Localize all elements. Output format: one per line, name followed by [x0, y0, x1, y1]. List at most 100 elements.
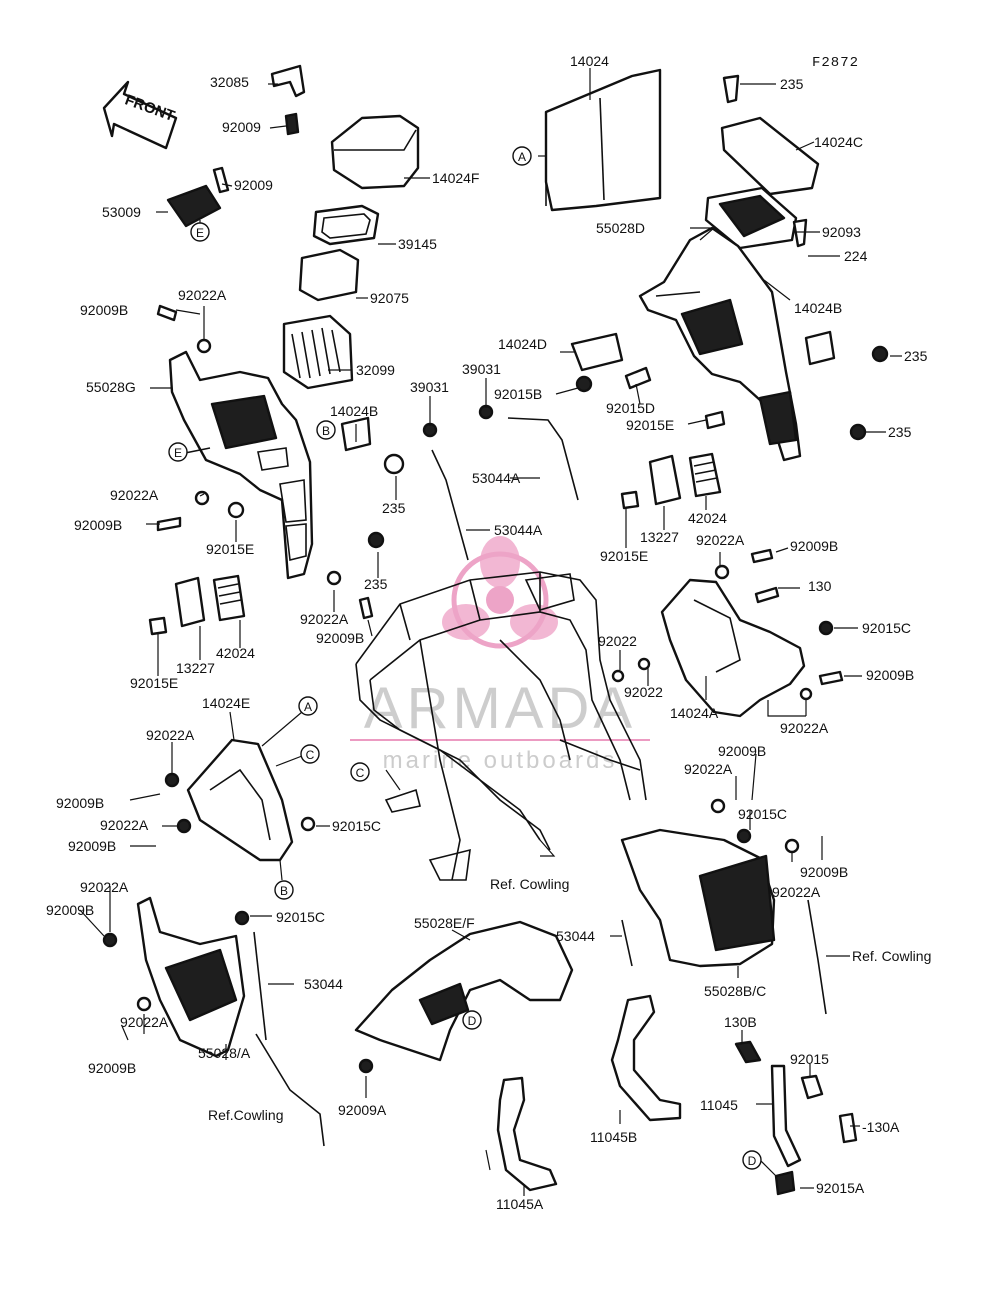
label-39031: 39031	[410, 379, 449, 395]
label-92009B: 92009B	[866, 667, 914, 683]
bracket-14024E	[186, 738, 294, 862]
callout-D: D	[468, 1014, 477, 1028]
label-92009: 92009	[222, 119, 261, 135]
label-92022A: 92022A	[110, 487, 159, 503]
bracket-14024D	[570, 332, 624, 372]
block-13227-left	[174, 576, 206, 628]
bracket-32085	[270, 64, 306, 98]
leader-lines	[79, 68, 902, 1196]
bracket-11045	[770, 1064, 802, 1168]
label-55028G: 55028G	[86, 379, 136, 395]
label-235: 235	[382, 500, 406, 516]
label-92009B: 92009B	[74, 517, 122, 533]
label-92022A: 92022A	[300, 611, 349, 627]
label-92022A: 92022A	[780, 720, 829, 736]
label-92009B: 92009B	[790, 538, 838, 554]
label-92022A: 92022A	[80, 879, 129, 895]
label-42024: 42024	[688, 510, 727, 526]
label-92015C: 92015C	[332, 818, 381, 834]
label-92022A: 92022A	[684, 761, 733, 777]
bracket-11045B	[610, 994, 682, 1122]
label-14024B: 14024B	[794, 300, 842, 316]
parts-drawings	[102, 64, 889, 1196]
label-92009B: 92009B	[68, 838, 116, 854]
cover-14024F	[330, 114, 420, 190]
cover-14024	[544, 68, 662, 212]
callout-B: B	[322, 424, 330, 438]
label-92022: 92022	[624, 684, 663, 700]
label-92015C: 92015C	[862, 620, 911, 636]
label-130A: -130A	[862, 1119, 900, 1135]
label-55028EF: 55028E/F	[414, 915, 475, 931]
label-11045A: 11045A	[496, 1196, 544, 1212]
callout-B: B	[280, 884, 288, 898]
callout-E: E	[196, 226, 204, 240]
bracket-11045A	[496, 1076, 558, 1192]
label-92022A: 92022A	[146, 727, 195, 743]
panel-55028EF	[354, 920, 574, 1062]
label-92022: 92022	[598, 633, 637, 649]
label-92009B: 92009B	[718, 743, 766, 759]
callout-D: D	[748, 1154, 757, 1168]
label-92015: 92015	[790, 1051, 829, 1067]
label-ref-cowling: Ref.Cowling	[208, 1107, 283, 1123]
label-92015A: 92015A	[816, 1180, 865, 1196]
label-92015C: 92015C	[738, 806, 787, 822]
strip-53044-left	[253, 931, 267, 1041]
label-235: 235	[364, 576, 388, 592]
label-53044A: 53044A	[472, 470, 521, 486]
label-14024B: 14024B	[330, 403, 378, 419]
callout-E: E	[174, 446, 182, 460]
label-92022A: 92022A	[120, 1014, 169, 1030]
callout-C: C	[356, 766, 365, 780]
label-14024C: 14024C	[814, 134, 863, 150]
label-235: 235	[888, 424, 912, 440]
label-224: 224	[844, 248, 868, 264]
label-ref-cowling: Ref. Cowling	[852, 948, 931, 964]
label-130B: 130B	[724, 1014, 757, 1030]
label-92022A: 92022A	[100, 817, 149, 833]
block-42024-left	[212, 574, 246, 622]
label-11045: 11045	[700, 1097, 738, 1113]
label-55028D: 55028D	[596, 220, 645, 236]
strip-53044A-a	[507, 417, 579, 501]
callout-A: A	[518, 150, 526, 164]
callout-C: C	[306, 748, 315, 762]
strip-53044A-b	[431, 449, 469, 561]
label-92009A: 92009A	[338, 1102, 387, 1118]
watermark-brand: ARMADA	[364, 676, 636, 741]
block-42024-right	[688, 452, 722, 498]
label-92009B: 92009B	[46, 902, 94, 918]
pad-14024B-right	[804, 330, 836, 366]
label-39145: 39145	[398, 236, 437, 252]
panel-55028G	[168, 350, 314, 580]
label-11045B: 11045B	[590, 1129, 637, 1145]
label-92022A: 92022A	[772, 884, 821, 900]
part-labels: 32085 92009 92009 53009 14024F 39145 920…	[46, 53, 931, 1212]
label-92015E: 92015E	[206, 541, 254, 557]
label-235: 235	[904, 348, 928, 364]
figure-code: F2872	[812, 55, 859, 71]
label-92009B: 92009B	[88, 1060, 136, 1076]
label-53044A: 53044A	[494, 522, 543, 538]
label-92009B: 92009B	[316, 630, 364, 646]
label-92015E: 92015E	[626, 417, 674, 433]
label-130: 130	[808, 578, 832, 594]
label-92015E: 92015E	[130, 675, 178, 691]
label-92022A: 92022A	[696, 532, 745, 548]
screw-92009-b	[212, 166, 230, 194]
block-13227-right	[648, 454, 682, 506]
label-92022A: 92022A	[178, 287, 227, 303]
label-14024: 14024	[570, 53, 609, 69]
hinge-53009	[166, 184, 222, 228]
label-92015D: 92015D	[606, 400, 655, 416]
label-235: 235	[780, 76, 804, 92]
label-92093: 92093	[822, 224, 861, 240]
watermark-tagline: marine outboards	[383, 747, 618, 774]
cover-14024C	[720, 116, 820, 196]
watermark: ARMADA marine outboards	[350, 536, 650, 774]
label-32085: 32085	[210, 74, 249, 90]
label-53044: 53044	[304, 976, 343, 992]
label-14024D: 14024D	[498, 336, 547, 352]
